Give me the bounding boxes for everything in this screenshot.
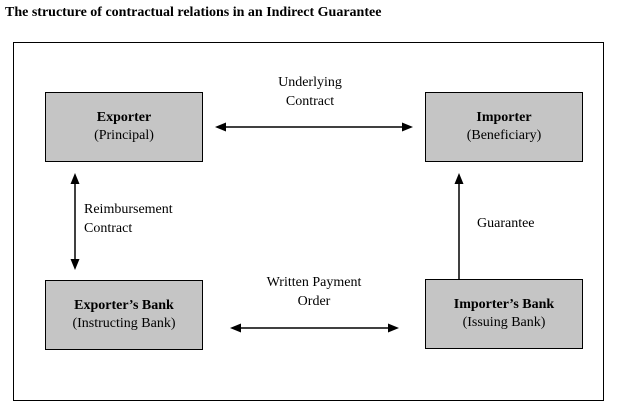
label-line: Contract — [84, 221, 133, 236]
exporter-name: Exporter — [96, 110, 152, 125]
importers-bank-name: Importer’s Bank — [453, 297, 555, 312]
label-line: Reimbursement — [84, 202, 173, 217]
importers-bank-role: (Issuing Bank) — [462, 315, 546, 330]
written-payment-order-label: Written Payment Order — [244, 273, 384, 311]
exporters-bank-box: Exporter’s Bank (Instructing Bank) — [45, 280, 203, 350]
label-line: Written Payment — [266, 275, 362, 290]
label-line: Order — [297, 294, 331, 309]
importer-role: (Beneficiary) — [466, 128, 542, 143]
importer-name: Importer — [476, 110, 532, 125]
guarantee-label: Guarantee — [477, 214, 535, 233]
importers-bank-box: Importer’s Bank (Issuing Bank) — [425, 279, 583, 349]
reimbursement-contract-label: Reimbursement Contract — [84, 200, 173, 238]
exporter-box: Exporter (Principal) — [45, 92, 203, 162]
diagram-title: The structure of contractual relations i… — [5, 5, 382, 20]
label-line: Contract — [285, 94, 335, 109]
exporter-role: (Principal) — [94, 128, 154, 143]
underlying-contract-label: Underlying Contract — [260, 73, 360, 111]
importer-box: Importer (Beneficiary) — [425, 92, 583, 162]
exporters-bank-role: (Instructing Bank) — [72, 316, 176, 331]
label-line: Underlying — [278, 75, 342, 90]
label-line: Guarantee — [477, 216, 535, 231]
exporters-bank-name: Exporter’s Bank — [74, 298, 174, 313]
